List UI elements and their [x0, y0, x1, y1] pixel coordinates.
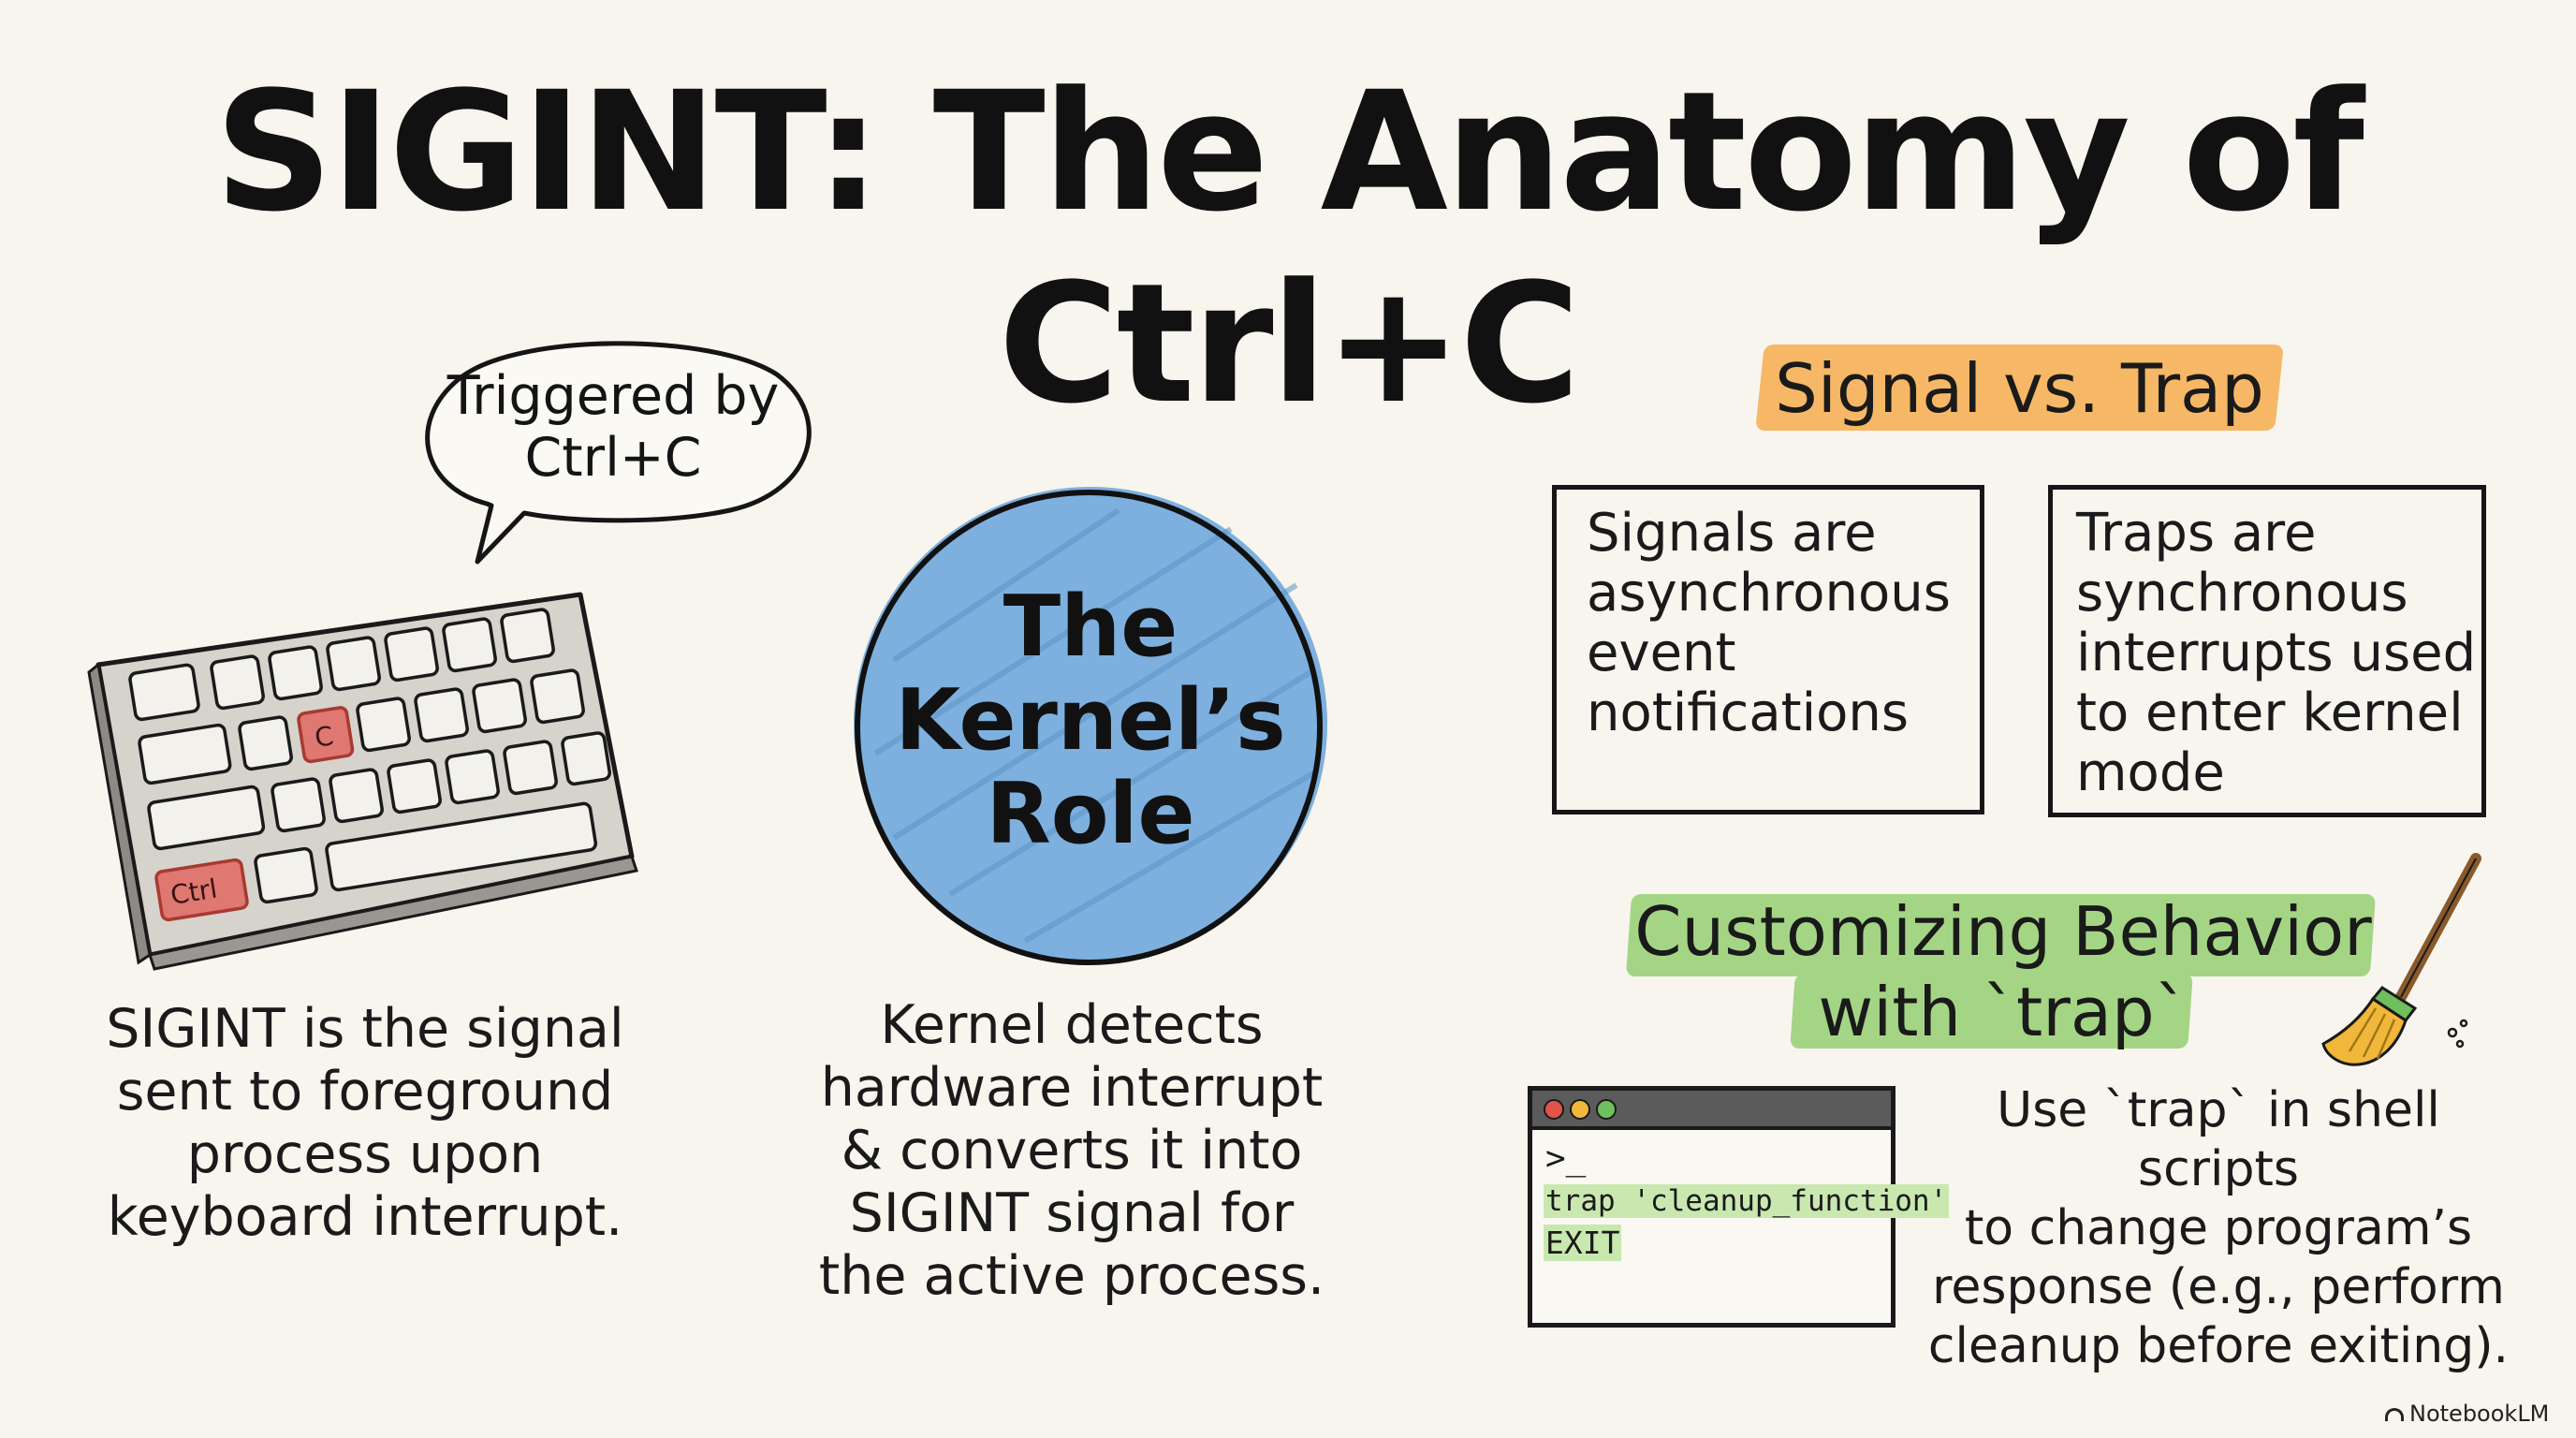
broom-icon — [2321, 853, 2481, 1066]
signals-box-line3: event — [1587, 623, 1736, 683]
notebooklm-logo-icon — [2385, 1408, 2404, 1421]
footer-brand-label: NotebookLM — [2409, 1401, 2550, 1427]
customizing-heading: Customizing Behavior with `trap` — [1610, 891, 2396, 1052]
trap-description-line1: Use `trap` in shell scripts — [1997, 1082, 2440, 1197]
signals-box — [1552, 485, 1984, 814]
key-ctrl-label: Ctrl — [168, 873, 219, 911]
kernel-description-line3: & converts it into — [841, 1120, 1303, 1181]
terminal-maximize-dot — [1596, 1099, 1617, 1120]
footer-brand: NotebookLM — [2385, 1401, 2549, 1427]
kernel-description: Kernel detects hardware interrupt & conv… — [805, 994, 1339, 1308]
sigint-description-line2: sent to foreground — [116, 1061, 614, 1123]
page-title: SIGINT: The Anatomy of Ctrl+C — [214, 56, 2364, 440]
traps-box-line5: mode — [2076, 742, 2225, 803]
terminal-titlebar — [1532, 1091, 1891, 1130]
traps-box-line3: interrupts used — [2076, 623, 2477, 683]
key-c: C — [297, 706, 355, 764]
kernel-circle-line2: Kernel’s — [895, 671, 1286, 770]
keyboard-illustration: C Ctrl — [87, 592, 638, 971]
kernel-circle-label: The Kernel’s Role — [856, 580, 1325, 861]
customizing-heading-line1: Customizing Behavior — [1634, 892, 2372, 971]
terminal-command-line1: trap 'cleanup_function' — [1544, 1184, 1950, 1218]
traps-box-line4: to enter kernel — [2076, 682, 2464, 743]
sigint-description: SIGINT is the signal sent to foreground … — [75, 998, 655, 1249]
kernel-circle-line1: The — [1003, 578, 1178, 676]
speech-bubble-line1: Triggered by — [446, 365, 780, 427]
speech-bubble-line2: Ctrl+C — [524, 427, 702, 489]
signal-vs-trap-heading: Signal vs. Trap — [1775, 349, 2264, 428]
trap-description: Use `trap` in shell scripts to change pr… — [1919, 1081, 2518, 1376]
kernel-circle — [854, 487, 1327, 965]
sigint-description-line4: keyboard interrupt. — [107, 1186, 623, 1248]
key-ctrl: Ctrl — [154, 858, 249, 922]
terminal-minimize-dot — [1570, 1099, 1590, 1120]
trap-description-line4: cleanup before exiting). — [1927, 1318, 2510, 1374]
signals-box-line2: asynchronous — [1587, 563, 1951, 624]
trap-description-line2: to change program’s — [1964, 1200, 2473, 1256]
traps-box-text: Traps are synchronous interrupts used to… — [2076, 504, 2479, 803]
terminal-close-dot — [1544, 1099, 1564, 1120]
traps-box — [2048, 485, 2486, 817]
signals-box-line1: Signals are — [1587, 503, 1877, 564]
customizing-heading-line2: with `trap` — [1818, 973, 2188, 1051]
terminal-window: >_ trap 'cleanup_function' EXIT — [1528, 1086, 1950, 1328]
signals-box-text: Signals are asynchronous event notificat… — [1587, 504, 1980, 743]
kernel-description-line4: SIGINT signal for — [849, 1182, 1295, 1244]
signals-box-line4: notifications — [1587, 682, 1910, 743]
terminal-prompt: >_ — [1545, 1139, 1587, 1178]
trap-description-line3: response (e.g., perform — [1932, 1259, 2505, 1315]
speech-bubble-text: Triggered by Ctrl+C — [402, 365, 824, 489]
terminal-command-line2: EXIT — [1544, 1225, 1622, 1261]
traps-box-line2: synchronous — [2076, 563, 2408, 624]
sigint-description-line3: process upon — [186, 1123, 544, 1185]
traps-box-line1: Traps are — [2076, 503, 2317, 564]
kernel-description-line2: hardware interrupt — [820, 1057, 1324, 1119]
kernel-description-line1: Kernel detects — [880, 994, 1264, 1056]
kernel-description-line5: the active process. — [818, 1245, 1325, 1307]
sigint-description-line1: SIGINT is the signal — [106, 998, 624, 1060]
speech-bubble — [425, 341, 812, 565]
kernel-circle-line3: Role — [986, 765, 1195, 863]
